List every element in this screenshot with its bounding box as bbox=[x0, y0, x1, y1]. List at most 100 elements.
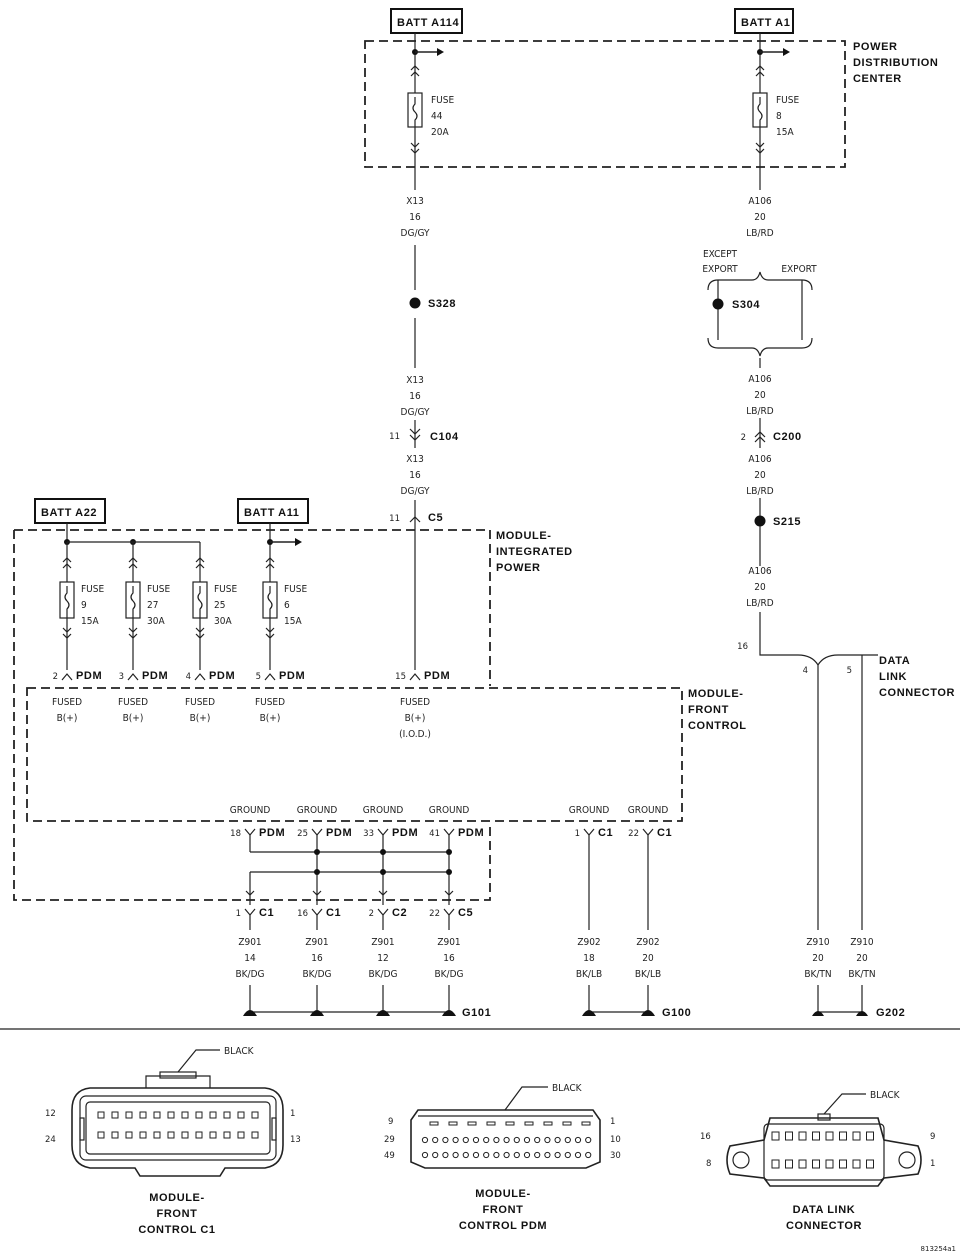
z901-color-4: BK/DG bbox=[434, 969, 463, 980]
dlc-view-pin-9: 9 bbox=[930, 1132, 935, 1142]
fuse9-num: 9 bbox=[81, 600, 87, 611]
dlc-label-1: DATA bbox=[879, 655, 910, 667]
x13-circuit-1: X13 bbox=[406, 196, 424, 207]
z910-gauge-2: 20 bbox=[856, 953, 868, 964]
pdm-view-pin-9: 9 bbox=[388, 1117, 393, 1127]
ground-label-6: GROUND bbox=[628, 805, 669, 816]
pdm-gnd-33: PDM bbox=[392, 827, 418, 839]
fuse6-word: FUSE bbox=[284, 584, 307, 595]
mfc-label-1: MODULE- bbox=[688, 688, 744, 700]
connector-cavity bbox=[111, 1111, 119, 1119]
mip-label-3: POWER bbox=[496, 562, 541, 574]
a106-gauge-1: 20 bbox=[754, 212, 766, 223]
ground-label-2: GROUND bbox=[297, 805, 338, 816]
option-except-2: EXPORT bbox=[702, 264, 738, 275]
c1-connector-view bbox=[71, 1071, 284, 1177]
connector-cavity bbox=[585, 1151, 592, 1159]
connector-cavity bbox=[866, 1159, 874, 1169]
figure-id: 813254a1 bbox=[921, 1245, 956, 1253]
z901-color-2: BK/DG bbox=[302, 969, 331, 980]
pdm-name-2: FRONT bbox=[483, 1204, 524, 1216]
z902-color-2: BK/LB bbox=[635, 969, 661, 980]
connector-cavity bbox=[798, 1159, 807, 1169]
a106-circuit-3: A106 bbox=[748, 454, 772, 465]
pdm-connector-view bbox=[410, 1109, 601, 1169]
pdm-pin-18: 18 bbox=[230, 829, 241, 839]
batt-a11-label: BATT A11 bbox=[244, 507, 300, 519]
connector-cavity bbox=[181, 1131, 189, 1139]
a106-color-3: LB/RD bbox=[746, 486, 773, 497]
connector-cavity bbox=[97, 1111, 105, 1119]
fuse-f27 bbox=[125, 557, 141, 681]
connector-cavity bbox=[866, 1131, 874, 1141]
fuse-f6 bbox=[262, 557, 278, 681]
splice-s215-label: S215 bbox=[773, 516, 801, 528]
connector-cavity bbox=[223, 1111, 231, 1119]
connector-cavity bbox=[181, 1111, 189, 1119]
c1-pin-1-top: 1 bbox=[575, 829, 580, 839]
pdc-label-2: DISTRIBUTION bbox=[853, 57, 938, 69]
pdm-view-pin-29: 29 bbox=[384, 1135, 395, 1145]
pdm-pin-25: 25 bbox=[297, 829, 308, 839]
connector-cavity bbox=[825, 1159, 834, 1169]
c104-pin: 11 bbox=[389, 432, 400, 442]
pdm-label-3: PDM bbox=[142, 670, 168, 682]
c1-label-b: C1 bbox=[326, 907, 341, 919]
pdm-black-leader bbox=[504, 1086, 548, 1111]
x13-gauge-2: 16 bbox=[409, 391, 421, 402]
pdm-gnd-18: PDM bbox=[259, 827, 285, 839]
pdc-label-3: CENTER bbox=[853, 73, 902, 85]
pdm-gnd-25: PDM bbox=[326, 827, 352, 839]
fuse9-word: FUSE bbox=[81, 584, 104, 595]
mip-box bbox=[13, 529, 491, 901]
connector-cavity bbox=[554, 1136, 561, 1144]
iod-label: (I.O.D.) bbox=[399, 729, 431, 740]
ground-label-1: GROUND bbox=[230, 805, 271, 816]
c5-pin-22: 22 bbox=[429, 909, 440, 919]
connector-cavity bbox=[167, 1111, 175, 1119]
ground-g202: G202 bbox=[876, 1007, 905, 1019]
c1-gnd-1: C1 bbox=[598, 827, 613, 839]
dlc-view-pin-1: 1 bbox=[930, 1159, 935, 1169]
connector-cavity bbox=[544, 1136, 551, 1144]
connector-cavity bbox=[209, 1131, 217, 1139]
c5-label: C5 bbox=[428, 512, 443, 524]
connector-cavity bbox=[429, 1121, 439, 1126]
connector-cavity bbox=[97, 1131, 105, 1139]
connector-cavity bbox=[785, 1131, 793, 1141]
connector-cavity bbox=[503, 1136, 510, 1144]
connector-cavity bbox=[209, 1111, 217, 1119]
mip-label-1: MODULE- bbox=[496, 530, 552, 542]
z902-circuit-2: Z902 bbox=[636, 937, 659, 948]
connector-cavity bbox=[195, 1131, 203, 1139]
a106-circuit-4: A106 bbox=[748, 566, 772, 577]
c5-symbol bbox=[409, 516, 421, 523]
connector-cavity bbox=[442, 1151, 449, 1159]
pdc-box bbox=[364, 40, 846, 168]
x13-color-3: DG/GY bbox=[401, 486, 430, 497]
connector-cavity bbox=[448, 1121, 458, 1126]
c1-name-3: CONTROL C1 bbox=[138, 1224, 215, 1236]
z910-color-2: BK/TN bbox=[848, 969, 875, 980]
a106-gauge-3: 20 bbox=[754, 470, 766, 481]
fused-label-3: FUSED bbox=[185, 697, 215, 708]
c1-pin-22-top: 22 bbox=[628, 829, 639, 839]
z901-color-3: BK/DG bbox=[368, 969, 397, 980]
pdm-name-1: MODULE- bbox=[475, 1188, 531, 1200]
c104-label: C104 bbox=[430, 431, 459, 443]
c2-pin-2: 2 bbox=[369, 909, 374, 919]
pdm-pin-33: 33 bbox=[363, 829, 374, 839]
c1-pin-1v: 1 bbox=[290, 1109, 295, 1119]
connector-cavity bbox=[223, 1131, 231, 1139]
fuse-bus-a22 bbox=[64, 523, 302, 582]
connector-cavity bbox=[513, 1136, 520, 1144]
connector-cavity bbox=[153, 1111, 161, 1119]
pdc-label-1: POWER bbox=[853, 41, 898, 53]
connector-cavity bbox=[534, 1151, 541, 1159]
x13-circuit-2: X13 bbox=[406, 375, 424, 386]
z901-circuit-2: Z901 bbox=[305, 937, 328, 948]
c200-label: C200 bbox=[773, 431, 802, 443]
connector-cavity bbox=[467, 1121, 477, 1126]
batt-a11-box bbox=[237, 498, 309, 524]
connector-cavity bbox=[442, 1136, 449, 1144]
